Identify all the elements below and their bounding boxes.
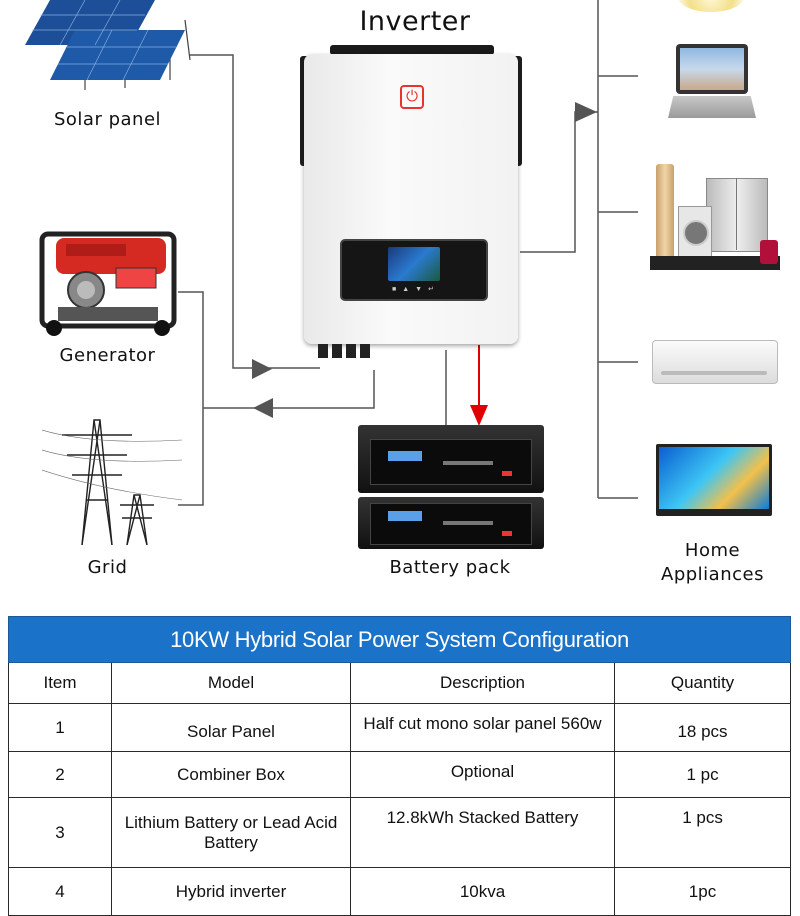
home-appliances-icon <box>650 160 780 272</box>
row-description: 12.8kWh Stacked Battery <box>351 798 615 868</box>
row-quantity: 1 pcs <box>615 798 791 868</box>
row-model: Lithium Battery or Lead Acid Battery <box>112 798 351 868</box>
power-arrow-icon <box>470 405 488 426</box>
grid-arrow-icon <box>253 398 273 418</box>
header-description: Description <box>351 663 615 704</box>
row-model: Combiner Box <box>112 752 351 798</box>
row-item: 1 <box>9 704 112 752</box>
air-conditioner-icon <box>652 340 778 384</box>
grid-label: Grid <box>40 557 175 578</box>
solar-panel-icon <box>20 0 195 92</box>
header-item: Item <box>9 663 112 704</box>
grid-connection-line <box>203 370 374 408</box>
row-quantity: 1pc <box>615 868 791 916</box>
table-row: 2 Combiner Box Optional 1 pc <box>9 752 791 798</box>
inverter-device: ⏻ ■▲▼↵ <box>302 52 520 344</box>
inverter-display-panel: ■▲▼↵ <box>340 239 488 301</box>
appliance-arrow-icon <box>575 102 597 122</box>
table-row: 1 Solar Panel Half cut mono solar panel … <box>9 704 791 752</box>
grid-tower-icon <box>42 400 182 545</box>
row-model: Solar Panel <box>112 704 351 752</box>
solar-arrow-icon <box>252 359 272 379</box>
row-description: Half cut mono solar panel 560w <box>351 704 615 752</box>
battery-pack <box>358 425 544 549</box>
row-description: Optional <box>351 752 615 798</box>
inverter-buttons: ■▲▼↵ <box>392 285 440 293</box>
row-model: Hybrid inverter <box>112 868 351 916</box>
appliance-bus-line <box>520 112 598 252</box>
table-title: 10KW Hybrid Solar Power System Configura… <box>9 617 791 663</box>
appliances-label-line1: Home <box>650 540 775 561</box>
battery-label: Battery pack <box>370 557 530 578</box>
inverter-label: Inverter <box>320 6 510 37</box>
row-quantity: 1 pc <box>615 752 791 798</box>
row-quantity: 18 pcs <box>615 704 791 752</box>
table-row: 4 Hybrid inverter 10kva 1pc <box>9 868 791 916</box>
header-model: Model <box>112 663 351 704</box>
configuration-table: 10KW Hybrid Solar Power System Configura… <box>8 616 791 916</box>
power-logo-icon: ⏻ <box>400 85 424 109</box>
generator-icon <box>38 222 178 337</box>
laptop-icon <box>668 44 756 122</box>
battery-module-top <box>358 425 544 493</box>
row-description: 10kva <box>351 868 615 916</box>
table-header-row: Item Model Description Quantity <box>9 663 791 704</box>
television-icon <box>656 444 772 516</box>
table-row: 3 Lithium Battery or Lead Acid Battery 1… <box>9 798 791 868</box>
appliances-label-line2: Appliances <box>650 564 775 585</box>
solar-label: Solar panel <box>40 109 175 130</box>
inverter-terminals <box>318 344 378 362</box>
generator-label: Generator <box>40 345 175 366</box>
battery-module-bottom <box>358 497 544 549</box>
inverter-screen <box>388 247 440 281</box>
row-item: 4 <box>9 868 112 916</box>
header-quantity: Quantity <box>615 663 791 704</box>
row-item: 2 <box>9 752 112 798</box>
row-item: 3 <box>9 798 112 868</box>
